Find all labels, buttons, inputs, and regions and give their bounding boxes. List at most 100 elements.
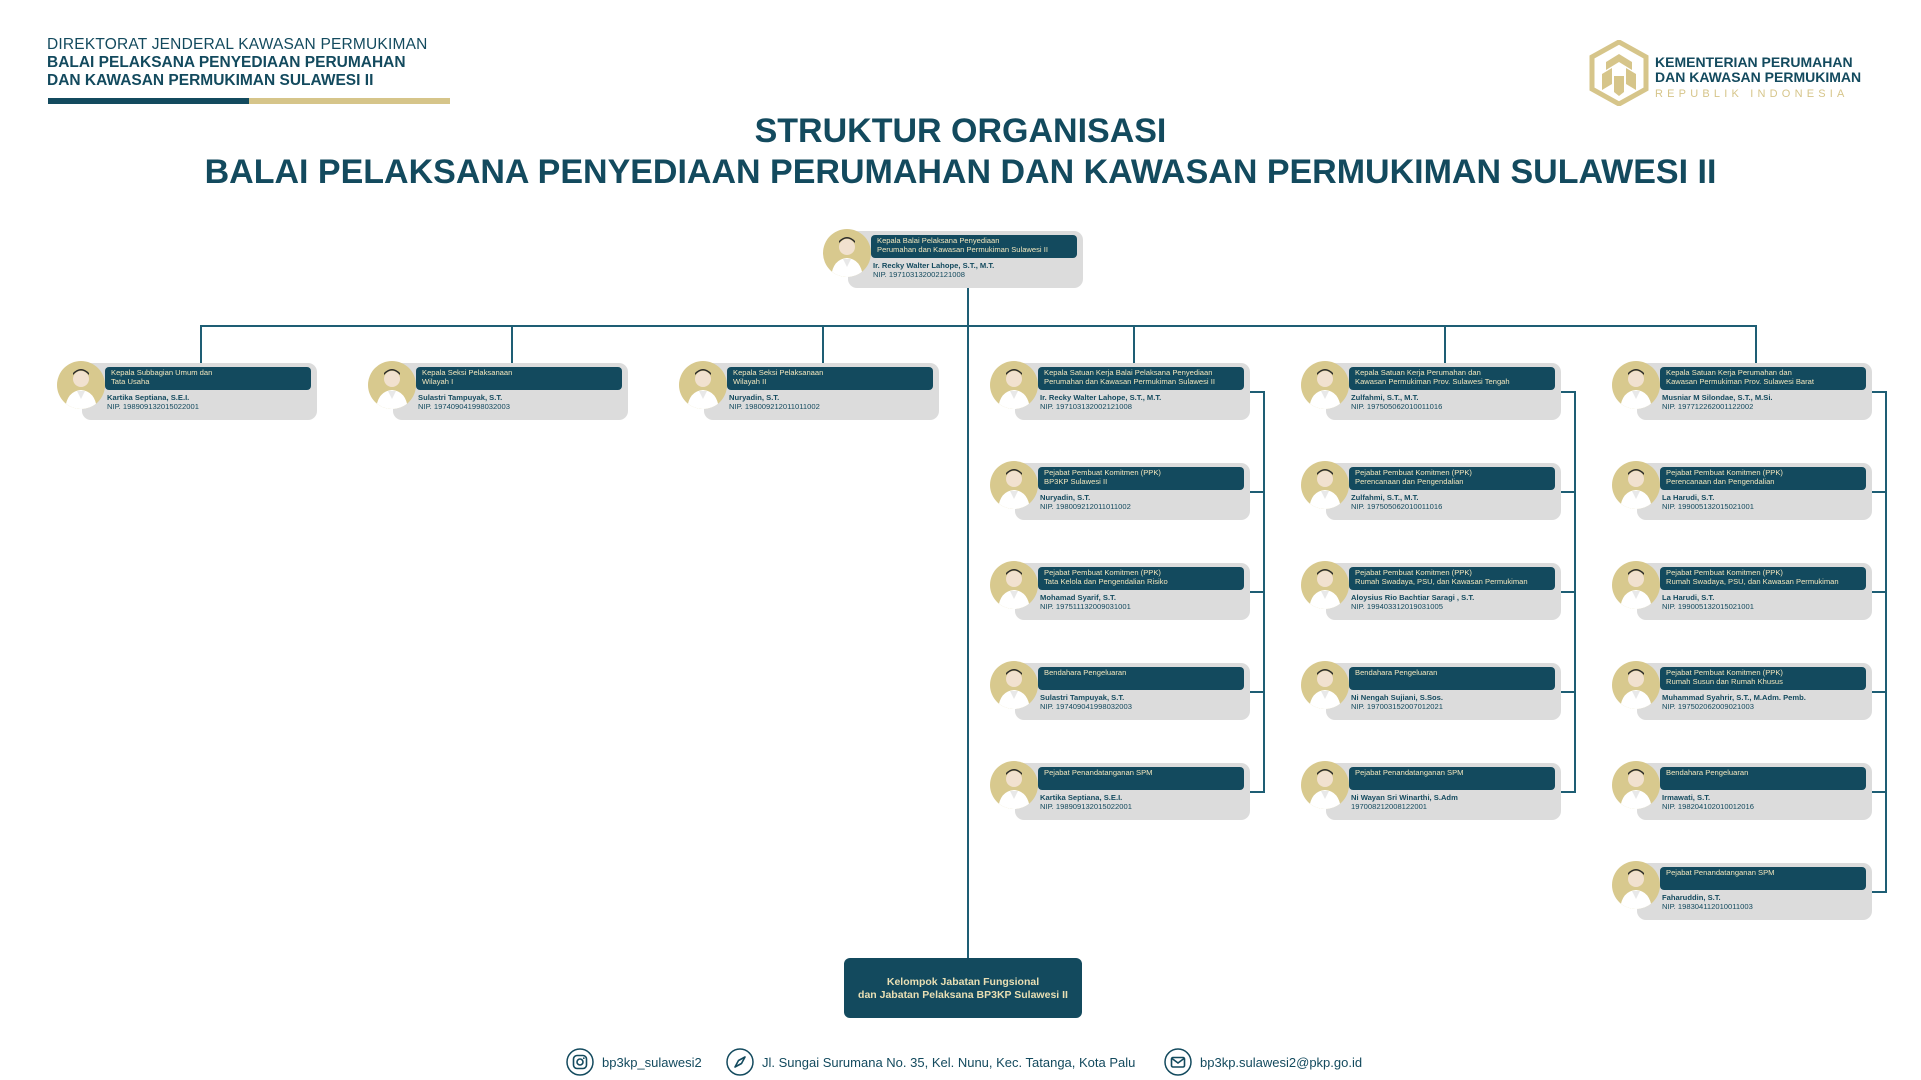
avatar: [1612, 761, 1660, 809]
position-title: Pejabat Pembuat Komitmen (PPK)Rumah Swad…: [1349, 567, 1555, 590]
official-nip: NIP. 198909132015022001: [1040, 802, 1132, 811]
position-title-line2: Perencanaan dan Pengendalian: [1666, 476, 1775, 486]
avatar: [679, 361, 727, 409]
connector-drop: [200, 325, 202, 363]
position-title-line1: Kepala Balai Pelaksana Penyediaan: [877, 236, 1000, 245]
connector-trunk: [967, 288, 969, 958]
position-title: Pejabat Penandatanganan SPM: [1660, 867, 1866, 890]
official-nip: NIP. 198909132015022001: [107, 402, 199, 411]
position-title: Pejabat Pembuat Komitmen (PPK)Perencanaa…: [1349, 467, 1555, 490]
directorate-header: DIREKTORAT JENDERAL KAWASAN PERMUKIMAN B…: [47, 36, 457, 90]
position-title-line1: Pejabat Pembuat Komitmen (PPK): [1044, 568, 1161, 577]
ministry-name-line1: KEMENTERIAN PERUMAHAN: [1655, 54, 1853, 70]
satker-position-card: Pejabat Pembuat Komitmen (PPK)Perencanaa…: [1301, 460, 1563, 524]
position-title: Kepala Satuan Kerja Balai Pelaksana Peny…: [1038, 367, 1244, 390]
position-title-line1: Pejabat Pembuat Komitmen (PPK): [1044, 468, 1161, 477]
official-nip: NIP. 197003152007012021: [1351, 702, 1443, 711]
avatar: [1301, 761, 1349, 809]
connector-tick: [1240, 591, 1265, 593]
position-title-line2: Tata Usaha: [111, 376, 150, 386]
official-nip: NIP. 199005132015021001: [1662, 602, 1754, 611]
position-title-line1: Kepala Satuan Kerja Perumahan dan: [1666, 368, 1792, 377]
avatar: [990, 761, 1038, 809]
position-title-line1: Kepala Satuan Kerja Balai Pelaksana Peny…: [1044, 368, 1213, 377]
satker-position-card: Pejabat Penandatanganan SPM Kartika Septi…: [990, 760, 1252, 824]
official-name: Kartika Septiana, S.E.I.: [1040, 793, 1123, 802]
connector-tick: [1240, 391, 1265, 393]
official-nip: NIP. 197505062010011016: [1351, 502, 1443, 511]
avatar: [57, 361, 105, 409]
office-name-line1: BALAI PELAKSANA PENYEDIAAN PERUMAHAN: [47, 54, 406, 71]
position-title-line1: Kepala Subbagian Umum dan: [111, 368, 213, 377]
satker-position-card: Pejabat Pembuat Komitmen (PPK)Rumah Susu…: [1612, 660, 1874, 724]
connector-tick: [1551, 691, 1576, 693]
official-nip: NIP. 197409041998032003: [418, 402, 510, 411]
satker-position-card: Pejabat Pembuat Komitmen (PPK)Perencanaa…: [1612, 460, 1874, 524]
avatar: [368, 361, 416, 409]
position-title-line1: Pejabat Pembuat Komitmen (PPK): [1666, 468, 1783, 477]
official-nip: NIP. 197511132009031001: [1040, 602, 1131, 611]
footer-instagram[interactable]: bp3kp_sulawesi2: [566, 1048, 702, 1076]
directorate-name: DIREKTORAT JENDERAL KAWASAN PERMUKIMAN: [47, 36, 428, 53]
position-title-line1: Pejabat Pembuat Komitmen (PPK): [1355, 468, 1472, 477]
position-title-line2: BP3KP Sulawesi II: [1044, 476, 1108, 486]
official-nip: NIP. 197103132002121008: [873, 270, 965, 279]
position-title-line2: Kawasan Permukiman Prov. Sulawesi Tengah: [1355, 376, 1510, 386]
position-title: Bendahara Pengeluaran: [1349, 667, 1555, 690]
position-title-line2: Wilayah I: [422, 376, 454, 386]
avatar: [1612, 561, 1660, 609]
satker-position-card: Pejabat Penandatanganan SPM Faharuddin, S…: [1612, 860, 1874, 924]
satker-position-card: Pejabat Pembuat Komitmen (PPK)BP3KP Sula…: [990, 460, 1252, 524]
official-name: Zulfahmi, S.T., M.T.: [1351, 493, 1419, 502]
position-title-line2: Perumahan dan Kawasan Permukiman Sulawes…: [877, 244, 1048, 254]
position-title: Pejabat Penandatanganan SPM: [1038, 767, 1244, 790]
footer-instagram-handle: bp3kp_sulawesi2: [602, 1054, 702, 1070]
official-nip: 197008212008122001: [1351, 802, 1428, 811]
connector-tick: [1551, 391, 1576, 393]
position-title-line2: Perencanaan dan Pengendalian: [1355, 476, 1464, 486]
position-title-line2: Wilayah II: [733, 376, 767, 386]
connector-drop: [1133, 325, 1135, 363]
avatar: [1301, 461, 1349, 509]
official-name: Ir. Recky Walter Lahope, S.T., M.T.: [1040, 393, 1162, 402]
header-divider: [48, 98, 450, 104]
official-nip: NIP. 198304112010011003: [1662, 902, 1753, 911]
official-name: Ir. Recky Walter Lahope, S.T., M.T.: [873, 261, 995, 270]
official-name: Kartika Septiana, S.E.I.: [107, 393, 190, 402]
avatar: [1301, 561, 1349, 609]
position-title-line2: Rumah Susun dan Rumah Khusus: [1666, 676, 1783, 686]
official-name: Faharuddin, S.T.: [1662, 893, 1721, 902]
position-title-line1: Bendahara Pengeluaran: [1044, 668, 1127, 677]
connector-drop: [822, 325, 824, 363]
footer-email[interactable]: bp3kp.sulawesi2@pkp.go.id: [1164, 1048, 1362, 1076]
mail-icon: [1164, 1048, 1192, 1076]
position-title-line1: Kepala Satuan Kerja Perumahan dan: [1355, 368, 1481, 377]
avatar: [1612, 661, 1660, 709]
official-nip: NIP. 198204102010012016: [1662, 802, 1754, 811]
satker-position-card: Kepala Satuan Kerja Balai Pelaksana Peny…: [990, 360, 1252, 424]
avatar: [990, 461, 1038, 509]
official-nip: NIP. 197505062010011016: [1351, 402, 1443, 411]
connector-tick: [1862, 791, 1887, 793]
position-title-line1: Pejabat Pembuat Komitmen (PPK): [1666, 568, 1783, 577]
position-title: Pejabat Pembuat Komitmen (PPK)Rumah Susu…: [1660, 667, 1866, 690]
functional-group-line1: Kelompok Jabatan Fungsional: [886, 976, 1040, 988]
official-name: Nuryadin, S.T.: [729, 393, 780, 402]
connector-tick: [1862, 391, 1887, 393]
official-nip: NIP. 197103132002121008: [1040, 402, 1132, 411]
footer-email-address: bp3kp.sulawesi2@pkp.go.id: [1200, 1054, 1363, 1070]
position-title-line2: Kawasan Permukiman Prov. Sulawesi Barat: [1666, 376, 1814, 386]
position-title-line1: Pejabat Pembuat Komitmen (PPK): [1355, 568, 1472, 577]
satker-position-card: Pejabat Pembuat Komitmen (PPK)Rumah Swad…: [1612, 560, 1874, 624]
office-name-line2: DAN KAWASAN PERMUKIMAN SULAWESI II: [47, 72, 374, 89]
official-nip: NIP. 197409041998032003: [1040, 702, 1132, 711]
